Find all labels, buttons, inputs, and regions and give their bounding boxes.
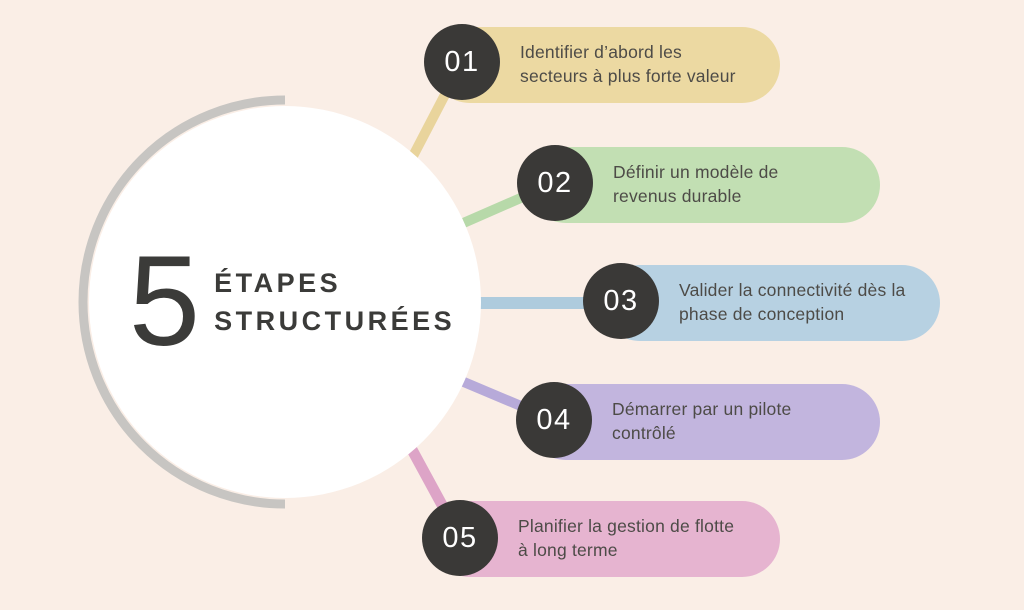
step-number-3: 03: [603, 284, 639, 317]
step-2-line-1: Définir un modèle de: [613, 162, 779, 183]
step-pill-5: Planifier la gestion de flotte à long te…: [432, 501, 780, 577]
step-number-badge-1: 01: [424, 24, 500, 100]
step-4-line-1: Démarrer par un pilote: [612, 399, 792, 420]
title-line-1: ÉTAPES: [214, 267, 342, 298]
center-circle: 5 ÉTAPES STRUCTURÉES: [89, 106, 481, 498]
title-line-2: STRUCTURÉES: [214, 306, 456, 336]
step-1-line-2: secteurs à plus forte valeur: [520, 66, 736, 86]
step-1-line-1: Identifier d’abord les: [520, 42, 682, 63]
step-text-3: Valider la connectivité dès la phase de …: [602, 279, 906, 326]
step-number-badge-5: 05: [422, 500, 498, 576]
step-text-5: Planifier la gestion de flotte à long te…: [432, 515, 734, 562]
step-3-line-1: Valider la connectivité dès la: [679, 280, 906, 301]
step-text-4: Démarrer par un pilote contrôlé: [528, 398, 791, 445]
step-pill-3: Valider la connectivité dès la phase de …: [602, 265, 940, 341]
step-2-line-2: revenus durable: [613, 186, 742, 206]
step-5-line-1: Planifier la gestion de flotte: [518, 516, 735, 537]
title-block: 5 ÉTAPES STRUCTURÉES: [115, 230, 455, 374]
step-number-2: 02: [537, 166, 573, 199]
step-number-badge-2: 02: [517, 145, 593, 221]
step-text-2: Définir un modèle de revenus durable: [528, 161, 778, 208]
step-5-line-2: à long terme: [518, 540, 618, 560]
step-text-1: Identifier d’abord les secteurs à plus f…: [432, 41, 736, 88]
step-number-5: 05: [442, 521, 478, 554]
page-title: ÉTAPES STRUCTURÉES: [214, 264, 455, 341]
ring-arc: [78, 95, 286, 509]
step-number-1: 01: [444, 45, 480, 78]
step-number-badge-3: 03: [583, 263, 659, 339]
step-4-line-2: contrôlé: [612, 423, 676, 443]
step-number-badge-4: 04: [516, 382, 592, 458]
title-number: 5: [128, 230, 200, 374]
step-number-4: 04: [536, 403, 572, 436]
step-3-line-2: phase de conception: [679, 304, 845, 324]
